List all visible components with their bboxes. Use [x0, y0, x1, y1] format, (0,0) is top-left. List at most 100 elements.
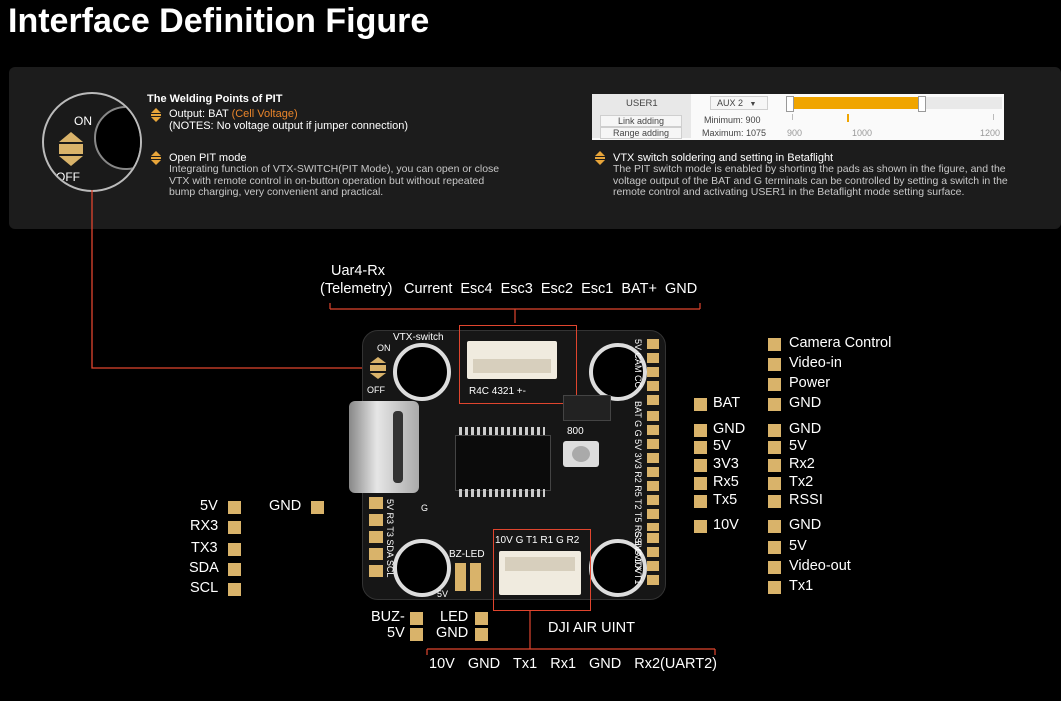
range-adding-button[interactable]: Range adding — [600, 127, 682, 139]
mid-pad-tx5 — [694, 495, 707, 508]
aux-select-value: AUX 2 — [717, 98, 744, 108]
board-left-pads — [369, 497, 383, 579]
bf-minimum: Minimum: 900 — [704, 115, 761, 125]
board-top-conn-label: R4C 4321 +- — [469, 386, 526, 397]
top-pin-esc1: Esc1 — [581, 281, 614, 297]
left-pad-scl — [228, 583, 241, 596]
dji-pin-gnd-1: GND — [467, 656, 501, 672]
connector-slot — [473, 359, 551, 373]
right-label-video-in: Video-in — [789, 355, 842, 371]
mcu-pins-top — [459, 427, 545, 435]
mid-pad-10v — [694, 520, 707, 533]
mid-pad-5v — [694, 441, 707, 454]
dji-title: DJI AIR UINT — [548, 620, 636, 636]
link-adding-button[interactable]: Link adding — [600, 115, 682, 127]
board-bz-led-pads — [455, 563, 481, 591]
top-pin-esc2: Esc2 — [540, 281, 574, 297]
range-slider-track[interactable] — [786, 96, 1002, 112]
small-chip — [563, 395, 611, 421]
bottom-connector-slot — [505, 557, 575, 571]
top-pin-gnd: GND — [664, 281, 698, 297]
pit-output-label: Output: BAT — [169, 108, 229, 120]
pit-switch-on-label: ON — [74, 114, 92, 128]
board-right-side-bot-label: G 5V VTX T1 — [633, 531, 643, 585]
mount-hole-br — [589, 539, 647, 597]
left-label-gnd: GND — [269, 498, 302, 514]
right-pad-gnd-3 — [768, 520, 781, 533]
pit-switch-pad-icon — [59, 132, 83, 166]
buz-5v-label: 5V — [387, 625, 405, 641]
usb-c-port — [349, 401, 419, 493]
board-right-pads-mid — [647, 411, 659, 531]
right-label-video-out: Video-out — [789, 558, 851, 574]
right-label-power: Power — [789, 375, 831, 391]
range-slider-fill — [792, 97, 918, 109]
left-label-sda: SDA — [189, 560, 219, 576]
top-pin-labels: Current Esc4 Esc3 Esc2 Esc1 BAT+ GND — [404, 281, 697, 297]
mid-pad-gnd — [694, 424, 707, 437]
left-pad-tx3 — [228, 543, 241, 556]
right-pad-tx1 — [768, 581, 781, 594]
link-adding-label: Link adding — [617, 116, 665, 126]
dji-pin-tx1: Tx1 — [513, 656, 538, 672]
led-label: LED — [440, 609, 469, 625]
range-slider-min-handle[interactable] — [786, 96, 794, 112]
vtx-switch-title: VTX switch soldering and setting in Beta… — [613, 152, 834, 164]
dji-pin-rx1: Rx1 — [550, 656, 577, 672]
board-right-pads-top — [647, 339, 659, 409]
range-slider-max-handle[interactable] — [917, 96, 926, 112]
right-label-gnd-2: GND — [789, 421, 822, 437]
highlight-box-top — [459, 325, 577, 404]
bf-current-marker — [847, 114, 849, 122]
open-pit-desc: Integrating function of VTX-SWITCH(PIT M… — [169, 163, 500, 198]
dji-pin-rx2: Rx2(UART2) — [634, 656, 717, 672]
left-label-scl: SCL — [190, 580, 219, 596]
right-label-rssi: RSSI — [789, 492, 823, 508]
top-pin-esc3: Esc3 — [500, 281, 533, 297]
dji-pin-10v: 10V — [429, 656, 455, 672]
pit-output-note: (Cell Voltage) — [231, 108, 298, 120]
right-pad-video-out — [768, 561, 781, 574]
board-left-side-label: 5V R3 T3 SDA SCL — [385, 499, 395, 578]
boot-button-cap — [572, 446, 590, 462]
aux-select[interactable]: AUX 2 ▼ — [710, 96, 768, 110]
mid-pad-rx5 — [694, 477, 707, 490]
pit-switch-off-label: OFF — [56, 170, 80, 184]
top-pin-current: Current — [404, 281, 453, 297]
uart4-line1: Uar4-Rx — [331, 263, 385, 279]
open-pit-bullet-icon — [151, 151, 161, 165]
betaflight-widget: USER1 Link adding Range adding AUX 2 ▼ M… — [592, 94, 1004, 140]
right-label-tx1: Tx1 — [789, 578, 814, 594]
mid-label-10v: 10V — [713, 517, 739, 533]
bf-tick-marks — [792, 114, 994, 120]
right-pad-tx2 — [768, 477, 781, 490]
bf-maximum: Maximum: 1075 — [702, 128, 766, 138]
mcu-chip — [455, 435, 551, 491]
highlight-box-bottom — [493, 529, 591, 611]
buz-label: BUZ- — [371, 609, 405, 625]
board-bottom-conn-label: 10V G T1 R1 G R2 — [495, 535, 580, 546]
left-pad-sda — [228, 563, 241, 576]
board-bz-led-label: BZ-LED — [449, 549, 485, 560]
mid-label-5v: 5V — [713, 438, 731, 454]
boot-button — [563, 441, 599, 467]
board-right-pads-bot — [647, 533, 659, 589]
uart4-line2: (Telemetry) — [320, 281, 393, 297]
right-label-rx2: Rx2 — [789, 456, 815, 472]
led-gnd-pad — [475, 628, 488, 641]
board-5v-label: 5V — [437, 589, 449, 599]
mid-label-tx5: Tx5 — [713, 492, 738, 508]
vtx-bullet-icon — [595, 151, 605, 165]
bf-mode-name: USER1 — [626, 98, 658, 109]
left-pad-gnd — [311, 501, 324, 514]
top-pin-bat: BAT+ — [621, 281, 657, 297]
right-pad-5v-1 — [768, 441, 781, 454]
right-label-gnd-3: GND — [789, 517, 822, 533]
pit-switch-zoom: ON OFF — [42, 92, 142, 192]
mcu-pins-bottom — [459, 489, 545, 497]
flight-controller-board: VTX-switch ON OFF R4C 4321 +- 800 5V R3 … — [349, 325, 666, 611]
left-label-5v: 5V — [200, 498, 218, 514]
left-pad-rx3 — [228, 521, 241, 534]
right-pad-gnd-2 — [768, 424, 781, 437]
